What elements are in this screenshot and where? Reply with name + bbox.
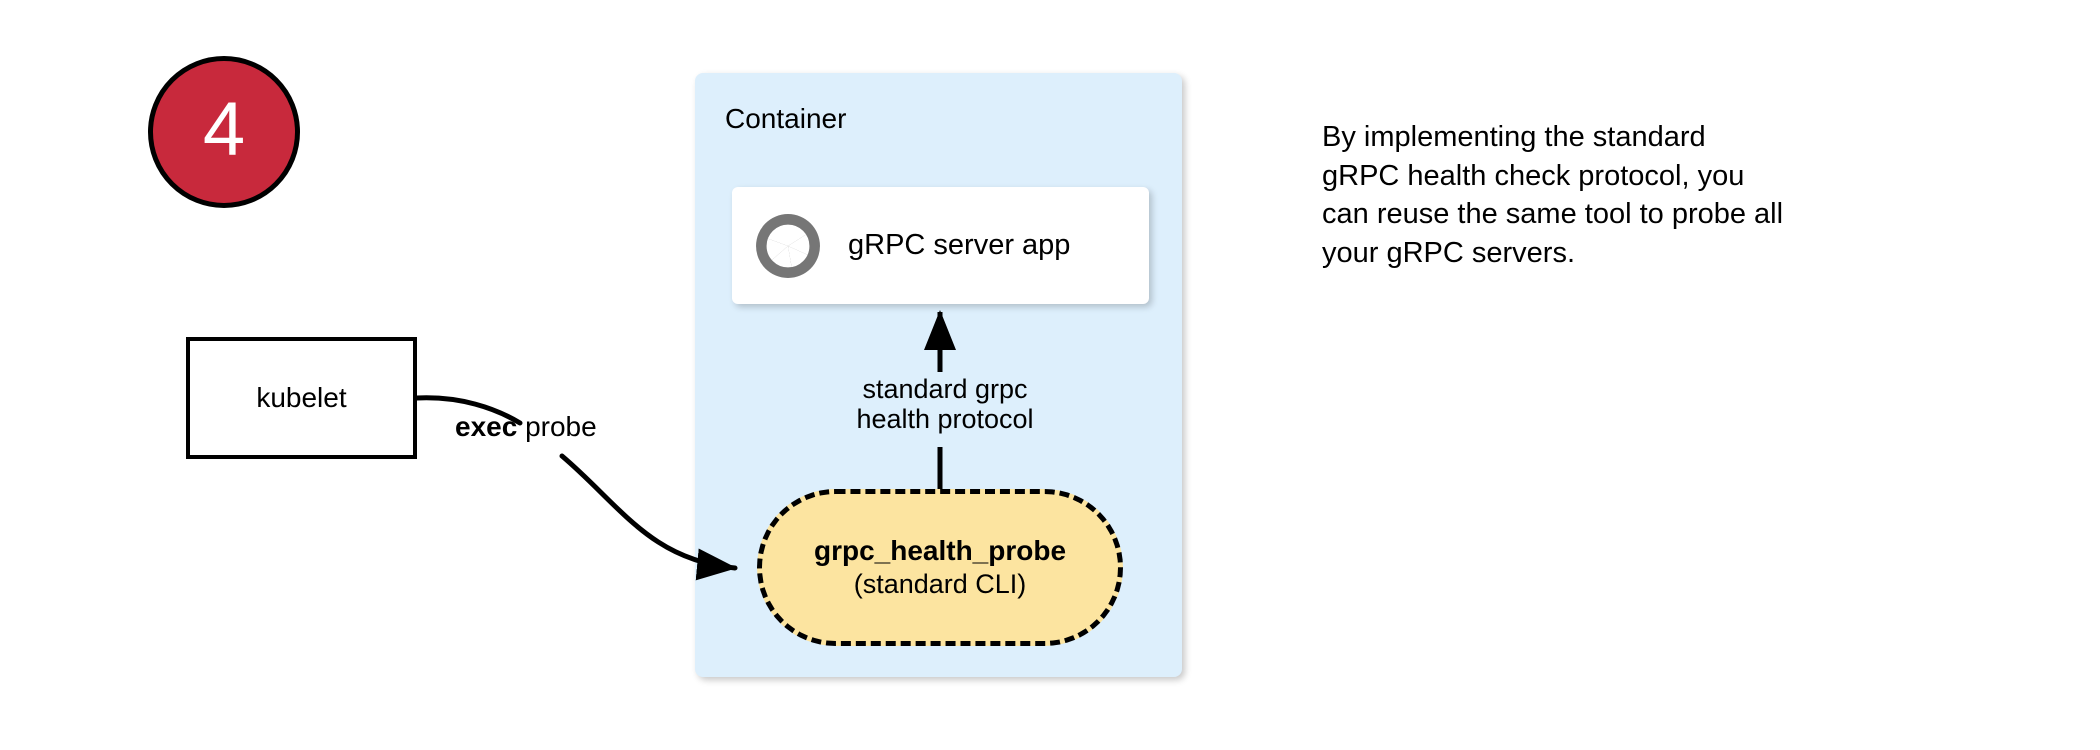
step-number-badge: 4 [148,56,300,208]
exec-probe-edge-label: exec probe [455,411,597,443]
exec-probe-edge-label-rest: probe [517,411,597,442]
step-number-label: 4 [202,87,246,172]
narrative-text: By implementing the standard gRPC health… [1322,118,1902,272]
grpc-server-app-label: gRPC server app [848,229,1071,261]
grpc-health-probe-subtitle: (standard CLI) [853,569,1027,600]
grpc-health-probe-node: grpc_health_probe (standard CLI) [757,489,1123,646]
narrative-line-3: can reuse the same tool to probe all [1322,198,1784,231]
exec-probe-edge-label-bold: exec [455,411,518,442]
grpc-health-probe-title: grpc_health_probe [813,535,1067,567]
grpc-server-app-node: gRPC server app [732,187,1149,304]
narrative-line-2: gRPC health check protocol, you [1322,159,1745,192]
grpc-aperture-icon [754,212,822,280]
kubelet-node: kubelet [186,337,417,459]
narrative-line-1: By implementing the standard [1322,121,1706,153]
kubelet-label: kubelet [256,382,347,413]
narrative-line-4: your gRPC servers. [1322,236,1576,269]
container-title: Container [725,103,847,134]
